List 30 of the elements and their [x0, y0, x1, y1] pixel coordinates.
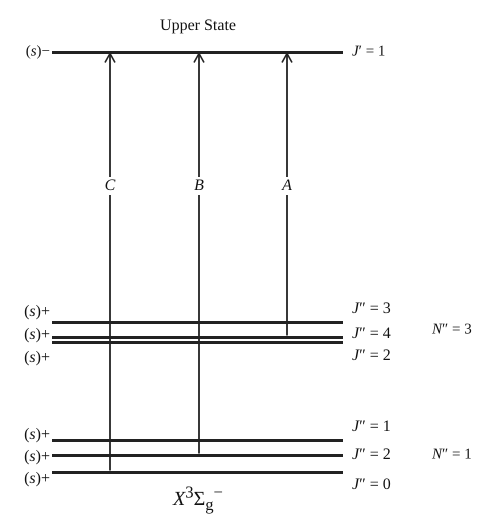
energy-level-line: [52, 340, 343, 344]
energy-level-line: [52, 50, 343, 54]
energy-level-line: [52, 470, 343, 474]
quantum-number-label: J″ = 4: [352, 326, 391, 342]
quantum-number-label: N″ = 1: [432, 448, 472, 462]
quantum-number-label: J″ = 3: [352, 301, 391, 317]
energy-level-line: [52, 454, 343, 456]
parity-label: (s)+: [24, 449, 50, 465]
energy-level-line: [52, 336, 343, 338]
energy-level-line: [52, 320, 343, 324]
parity-label: (s)+: [24, 327, 50, 343]
parity-label: (s)+: [24, 350, 50, 366]
transition-arrow: [281, 52, 293, 336]
edge-label: B: [192, 177, 206, 195]
parity-label: (s)+: [24, 304, 50, 320]
quantum-number-label: J′ = 1: [352, 44, 386, 60]
upper-state-label: Upper State: [160, 18, 236, 34]
edge-label: C: [102, 177, 118, 195]
quantum-number-label: N″ = 3: [432, 322, 472, 338]
parity-label: (s)−: [26, 44, 50, 60]
transition-arrow: [193, 52, 205, 454]
quantum-number-label: J″ = 1: [352, 419, 391, 435]
quantum-number-label: J″ = 2: [352, 447, 391, 463]
parity-label: (s)+: [24, 427, 50, 443]
parity-label: (s)+: [24, 471, 50, 487]
energy-level-line: [52, 438, 343, 442]
quantum-number-label: J″ = 0: [352, 477, 391, 493]
transition-arrow: [104, 52, 116, 470]
edge-label: A: [280, 177, 294, 195]
quantum-number-label: J″ = 2: [352, 348, 391, 364]
